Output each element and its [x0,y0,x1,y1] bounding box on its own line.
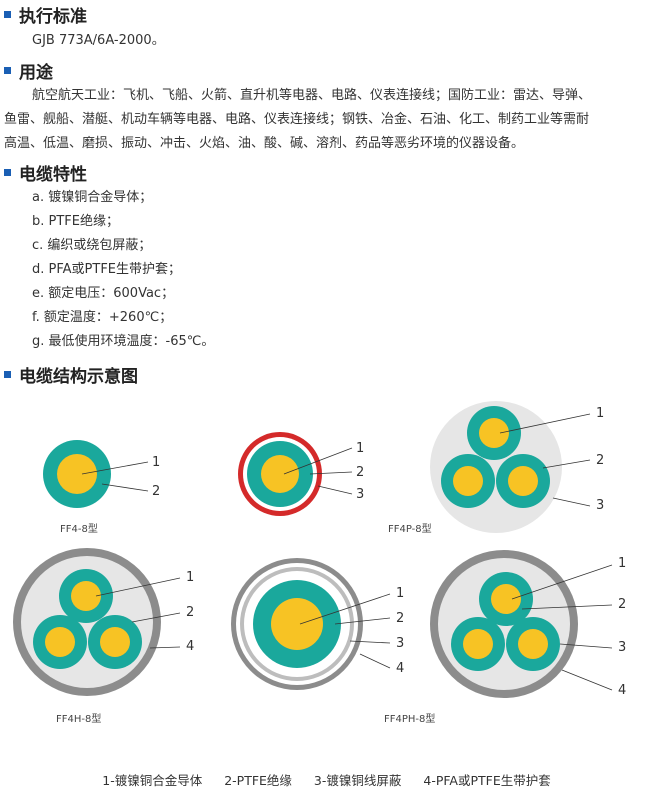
usage-line: 高温、低温、磨损、振动、冲击、火焰、油、酸、碱、溶剂、药品等恶劣环境的仪器设备。 [4,136,525,151]
feature-item: f. 额定温度：+260℃； [32,310,173,325]
callout-number: 4 [186,639,195,654]
callout-number: 3 [356,487,365,502]
callout-number: 1 [356,441,365,456]
feature-item: c. 编织或绕包屏蔽； [32,238,152,253]
feature-item: b. PTFE绝缘； [32,214,119,229]
section-title-usage: 用途 [4,58,53,83]
feature-item: g. 最低使用环境温度：-65℃。 [32,334,215,349]
diagram-legend: 1-镀镍铜合金导体 2-PTFE绝缘 3-镀镍铜线屏蔽 4-PFA或PTFE生带… [0,770,653,789]
model-label: FF4PH-8型 [384,714,436,725]
callout-number: 3 [618,640,627,655]
callout-number: 2 [618,597,627,612]
cable-ff4-8 [43,440,149,508]
callout-number: 2 [356,465,365,480]
model-label: FF4H-8型 [56,714,102,725]
feature-item: a. 镀镍铜合金导体； [32,190,153,205]
callout-number: 2 [596,453,605,468]
callout-number: 4 [618,683,627,698]
cable-ff4p-8-three-core [430,401,591,533]
callout-number: 1 [596,406,605,421]
model-label: FF4P-8型 [388,524,432,535]
model-label: FF4-8型 [60,524,98,535]
section-title-features: 电缆特性 [4,160,87,185]
heading-marker-icon [4,67,11,74]
cable-ff4ph-8 [430,550,613,698]
heading-marker-icon [4,11,11,18]
callout-number: 4 [396,661,405,676]
callout-number: 1 [186,570,195,585]
feature-item: d. PFA或PTFE生带护套； [32,262,182,277]
legend-item: 2-PTFE绝缘 [224,773,292,788]
heading-marker-icon [4,169,11,176]
cable-single-core-jacketed [231,558,391,690]
legend-item: 3-镀镍铜线屏蔽 [313,773,402,788]
legend-item: 1-镀镍铜合金导体 [102,773,203,788]
heading-marker-icon [4,371,11,378]
cable-ff4h-8 [13,548,181,696]
section-title-diagram: 电缆结构示意图 [4,362,138,387]
standard-text: GJB 773A/6A-2000。 [32,33,165,48]
callout-number: 3 [596,498,605,513]
legend-item: 4-PFA或PTFE生带护套 [423,773,551,788]
callout-number: 2 [186,605,195,620]
usage-line: 航空航天工业：飞机、飞船、火箭、直升机等电器、电路、仪表连接线；国防工业：雷达、… [32,88,592,103]
callout-number: 2 [152,484,161,499]
callout-number: 1 [152,455,161,470]
callout-number: 3 [396,636,405,651]
cable-ff4p-8-shielded [238,432,353,516]
callout-number: 1 [618,556,627,571]
callout-number: 1 [396,586,405,601]
feature-item: e. 额定电压：600Vac； [32,286,175,301]
usage-line: 鱼雷、舰船、潜艇、机动车辆等电器、电路、仪表连接线；钢铁、冶金、石油、化工、制药… [4,112,590,127]
callout-number: 2 [396,611,405,626]
section-title-standard: 执行标准 [4,2,87,27]
